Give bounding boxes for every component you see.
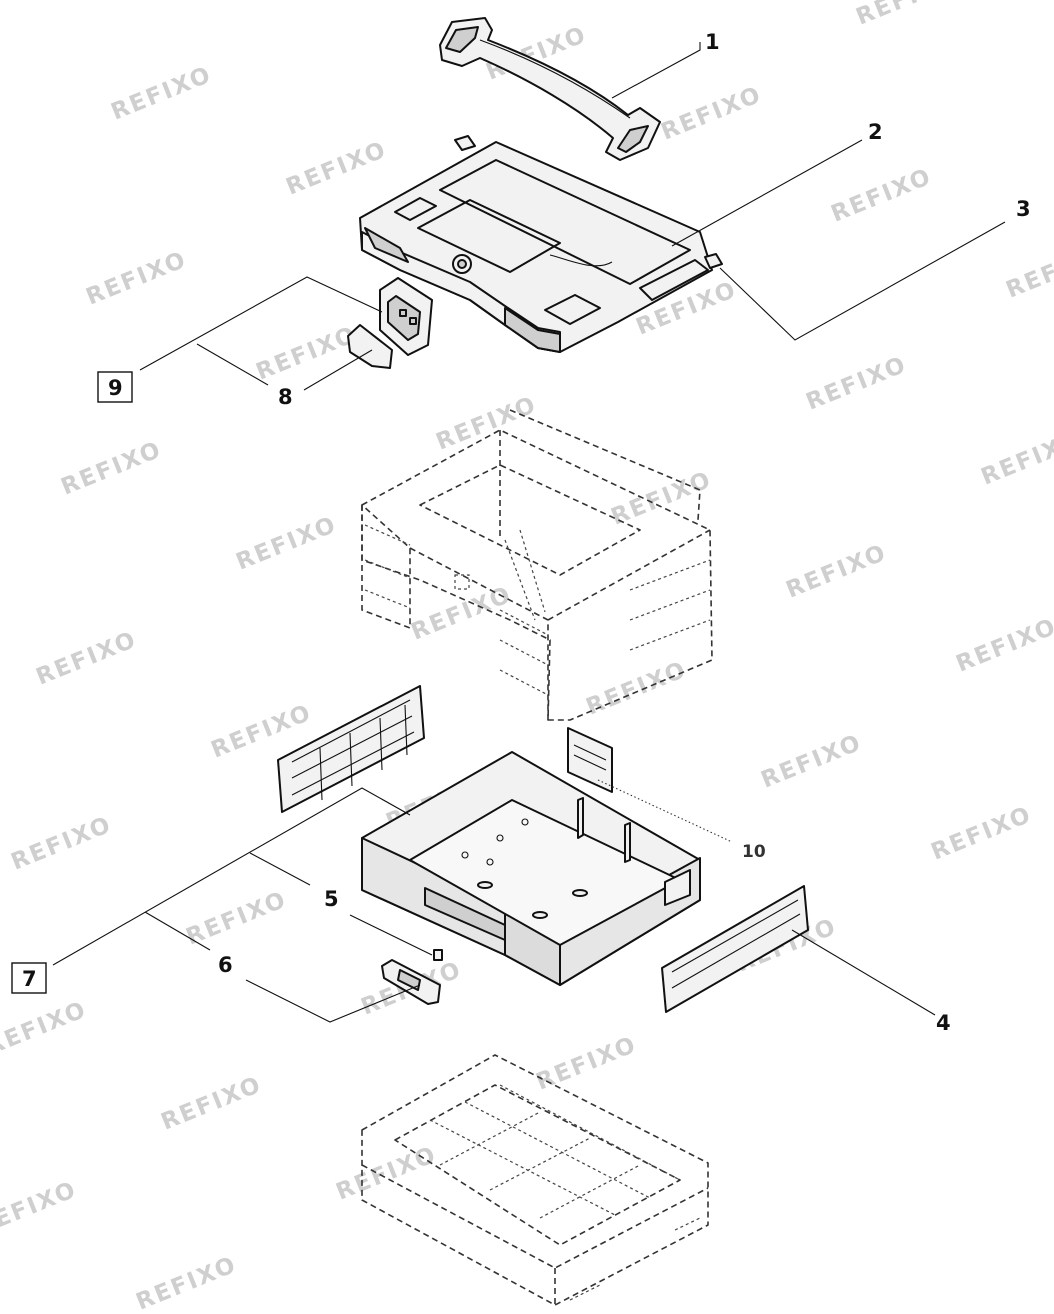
watermark: REFIXO	[83, 247, 191, 311]
part-9-latch-assembly	[379, 277, 433, 356]
part-6-drawer-latch	[381, 959, 441, 1005]
leader-9b	[196, 343, 269, 386]
watermark: REFIXO	[928, 802, 1036, 866]
callout-10: 10	[742, 842, 766, 862]
leader-lines	[52, 42, 1006, 1023]
leader-7c	[249, 852, 311, 886]
case-body-ghost	[361, 409, 713, 721]
watermark: REFIXO	[253, 322, 361, 386]
watermark: REFIXO	[233, 512, 341, 576]
callout-2: 2	[868, 120, 883, 144]
case-base-ghost	[361, 1054, 709, 1306]
leader-5	[349, 914, 433, 956]
watermark: REFIXO	[0, 997, 91, 1061]
part-2-lid	[359, 135, 723, 353]
part-4-side-panel	[661, 885, 809, 1013]
leader-8	[303, 349, 373, 391]
part-5-spring	[433, 949, 443, 961]
callout-4: 4	[936, 1011, 951, 1035]
part-7-side-panel	[277, 685, 425, 813]
watermark: REFIXO	[333, 1142, 441, 1206]
callout-6: 6	[218, 953, 233, 977]
watermark: REFIXO	[8, 812, 116, 876]
leader-9a	[139, 276, 383, 371]
callout-7: 7	[22, 967, 37, 991]
watermark: REFIXO	[803, 352, 911, 416]
watermark: REFIXO	[433, 392, 541, 456]
watermark: REFIXO	[58, 437, 166, 501]
leader-6	[245, 979, 421, 1023]
watermark: REFIXO	[0, 1177, 81, 1241]
callout-7-box	[11, 962, 47, 994]
leader-7b	[144, 911, 211, 951]
leader-7a	[52, 787, 411, 966]
part-7-drawer	[361, 751, 701, 986]
callout-3: 3	[1016, 197, 1031, 221]
callout-5: 5	[324, 887, 339, 911]
callout-1: 1	[705, 30, 720, 54]
watermark: REFIXO	[408, 582, 516, 646]
part-10-divider-panel	[567, 727, 613, 793]
leader-4	[791, 929, 936, 1016]
part-1-handle	[439, 17, 661, 161]
watermark: REFIXO	[283, 137, 391, 201]
watermark: REFIXO	[828, 164, 936, 228]
watermark: REFIXO	[533, 1032, 641, 1096]
callout-9: 9	[108, 376, 123, 400]
watermark: REFIXO	[853, 0, 961, 31]
callout-8: 8	[278, 385, 293, 409]
watermark: REFIXO	[583, 657, 691, 721]
watermark: REFIXO	[158, 1072, 266, 1136]
watermark: REFIXO	[1003, 240, 1054, 304]
callouts: 1 2 3 4 5 6 7 8 9 10	[11, 30, 1031, 1035]
watermark: REFIXO	[658, 82, 766, 146]
watermark: REFIXO	[183, 887, 291, 951]
leader-10	[597, 779, 733, 843]
watermark: REFIXO	[758, 730, 866, 794]
callout-9-box	[97, 371, 133, 403]
watermark: REFIXO	[978, 427, 1054, 491]
watermark: REFIXO	[33, 627, 141, 691]
watermark: REFIXO	[133, 1252, 241, 1314]
watermark: REFIXO	[953, 614, 1054, 678]
leader-2	[671, 139, 863, 247]
leader-1	[611, 42, 701, 99]
watermark: REFIXO	[783, 540, 891, 604]
leader-3	[719, 221, 1006, 341]
watermark: REFIXO	[108, 62, 216, 126]
